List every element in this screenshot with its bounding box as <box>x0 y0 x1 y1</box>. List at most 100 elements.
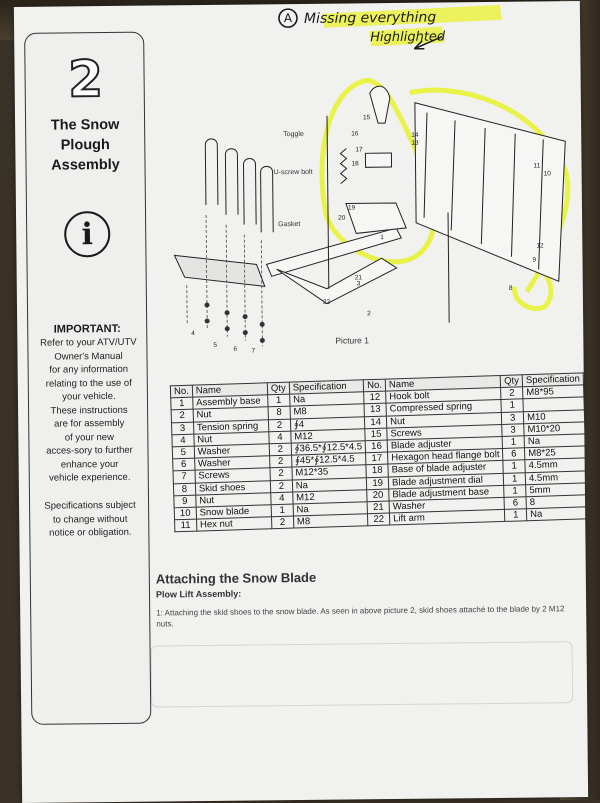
part-label: 17 <box>355 146 363 153</box>
part-label: 9 <box>532 257 536 264</box>
important-line: Owner's Manual <box>32 349 144 364</box>
important-line: for any information <box>33 363 145 378</box>
table-cell: 2 <box>501 387 523 400</box>
part-label: 15 <box>363 114 371 121</box>
sidebar-panel: 2 The Snow Plough Assembly i IMPORTANT: … <box>24 32 151 725</box>
label-gasket: Gasket <box>278 221 300 228</box>
title-line: Plough <box>26 135 144 156</box>
table-cell: 14 <box>365 416 387 429</box>
spec-note: Specifications subject to change without… <box>34 499 146 541</box>
part-label: 21 <box>355 274 363 281</box>
table-cell: 8 <box>173 483 195 496</box>
important-line: These instructions <box>33 403 145 418</box>
attaching-heading: Attaching the Snow Blade <box>156 570 316 587</box>
part-label: 6 <box>233 346 237 353</box>
label-toggle: Toggle <box>283 131 304 138</box>
tension-spring-drawing <box>340 149 346 184</box>
table-cell: Na <box>526 507 587 521</box>
part-label: 7 <box>251 347 255 354</box>
important-heading: IMPORTANT: <box>28 323 146 336</box>
table-cell: 1 <box>271 504 293 517</box>
table-cell: 3 <box>502 424 524 437</box>
table-cell: 19 <box>367 477 389 490</box>
important-text: Refer to your ATV/UTV Owner's Manual for… <box>32 336 146 486</box>
part-label: 12 <box>536 242 544 249</box>
diagram-caption: Picture 1 <box>335 335 369 345</box>
table-cell: 1 <box>504 472 526 485</box>
table-cell: 2 <box>270 455 292 468</box>
info-icon: i <box>64 211 110 257</box>
table-cell: 6 <box>504 497 526 510</box>
table-cell: 15 <box>365 428 387 441</box>
snow-blade-drawing <box>415 101 567 283</box>
part-label: 3 <box>357 280 361 287</box>
bleed-through-box <box>151 641 574 707</box>
part-label: 8 <box>509 285 513 292</box>
table-cell: 16 <box>365 440 387 453</box>
mounting-plate-drawing <box>174 254 264 287</box>
table-cell: 1 <box>504 484 526 497</box>
column-header: No. <box>364 379 386 392</box>
spec-line: Specifications subject <box>34 499 146 514</box>
section-title: The Snow Plough Assembly <box>26 115 145 176</box>
table-cell: 22 <box>368 513 390 526</box>
table-cell: 2 <box>171 410 193 423</box>
table-cell: 1 <box>171 397 193 410</box>
table-cell: 21 <box>367 501 389 514</box>
part-label: 18 <box>351 160 359 167</box>
table-cell: 2 <box>270 480 292 493</box>
table-cell: 10 <box>174 507 196 520</box>
part-label: 10 <box>544 170 552 177</box>
spec-line: to change without <box>34 512 146 527</box>
important-line: acces-sory to further <box>33 444 145 459</box>
important-line: Refer to your ATV/UTV <box>32 336 144 351</box>
column-header: No. <box>170 385 192 398</box>
table-cell: 4 <box>172 434 194 447</box>
table-cell: 5 <box>172 446 194 459</box>
table-cell: 3 <box>171 422 193 435</box>
spec-line: notice or obligation. <box>34 526 146 541</box>
table-cell: M8 <box>293 514 368 529</box>
part-label: 1 <box>380 234 384 241</box>
fasteners <box>204 302 264 344</box>
annotation-line-1: Missing everything <box>304 10 436 27</box>
table-cell: 4 <box>269 431 291 444</box>
table-cell: 3 <box>502 411 524 424</box>
table-cell: 1 <box>502 436 524 449</box>
column-header: Qty <box>501 375 523 388</box>
part-label: 20 <box>338 215 346 222</box>
table-cell: 11 <box>175 519 197 532</box>
annotation-line-2: Highlighted <box>370 29 446 45</box>
handwritten-annotation: A Missing everything Highlighted <box>274 2 515 55</box>
u-bolts-drawing <box>205 138 273 233</box>
table-cell: 17 <box>366 452 388 465</box>
part-label: 2 <box>367 310 371 317</box>
table-cell: 8 <box>268 406 290 419</box>
part-label: 4 <box>191 330 195 337</box>
section-number: 2 <box>57 51 114 108</box>
table-cell: 4 <box>271 492 293 505</box>
important-line: are for assembly <box>33 417 145 432</box>
part-label: 13 <box>411 140 419 147</box>
attaching-instructions: 1: Attaching the skid shoes to the snow … <box>156 603 576 629</box>
important-line: relating to the use of <box>33 376 145 391</box>
table-cell: 1 <box>268 394 290 407</box>
table-cell: 7 <box>173 470 195 483</box>
exploded-diagram: Toggle U-screw bolt Gasket 15 16 14 13 1… <box>164 51 577 355</box>
table-cell: 6 <box>503 448 525 461</box>
parts-table: No. Name Qty Specification No. Name Qty … <box>170 372 588 532</box>
table-cell: 12 <box>364 391 386 404</box>
part-label: 16 <box>351 130 359 137</box>
table-cell: 20 <box>367 489 389 502</box>
important-line: your vehicle. <box>33 390 145 405</box>
instruction-sheet: 2 The Snow Plough Assembly i IMPORTANT: … <box>14 1 588 803</box>
table-cell: 6 <box>173 458 195 471</box>
table-cell: 1 <box>501 399 523 412</box>
important-line: of your new <box>33 430 145 445</box>
important-line: enhance your <box>34 457 146 472</box>
title-line: The Snow <box>26 115 144 136</box>
table-cell: 1 <box>505 509 527 522</box>
table-cell: 9 <box>174 495 196 508</box>
svg-text:A: A <box>284 11 293 25</box>
part-label: 19 <box>348 204 356 211</box>
